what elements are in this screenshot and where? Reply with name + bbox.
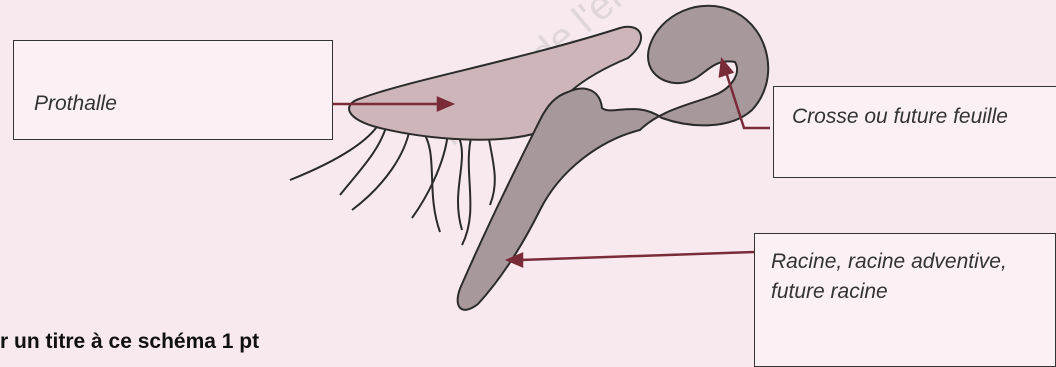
label-box-crosse: Crosse ou future feuille <box>773 86 1056 178</box>
racine-arrow-line <box>520 252 754 260</box>
label-box-racine: Racine, racine adventive, future racine <box>754 233 1056 367</box>
question-text: r un titre à ce schéma 1 pt <box>0 330 259 354</box>
rhizoids <box>290 122 495 245</box>
label-racine: Racine, racine adventive, future racine <box>771 250 1007 303</box>
label-crosse: Crosse ou future feuille <box>792 105 1008 128</box>
label-prothalle: Prothalle <box>34 92 117 115</box>
label-box-prothalle: Prothalle <box>13 40 333 140</box>
